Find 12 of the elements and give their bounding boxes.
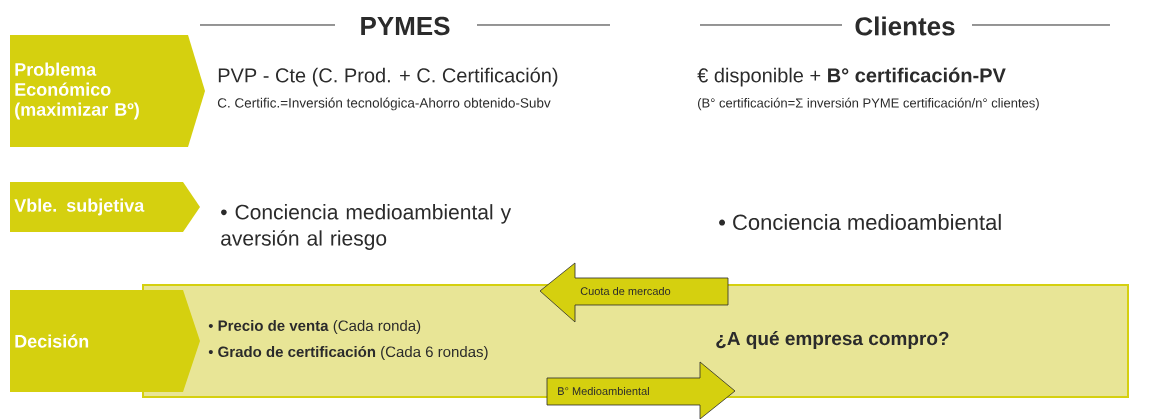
formula-text: € disponible + B° certificación-PV	[697, 67, 1006, 87]
bullet-text: • Conciencia medioambiental	[719, 213, 1001, 231]
chevron-label: Decisión	[10, 290, 200, 392]
bullet-text: • Grado de certificación (Cada 6 rondas)	[208, 345, 488, 361]
bullet-text: • Precio de venta (Cada ronda)	[208, 320, 421, 334]
column-heading: PYMES	[361, 16, 450, 36]
formula-note: C. Certific.=Inversión tecnológica-Ahorro obtenido-Subv	[217, 97, 551, 111]
chevron-label: Vble. subjetiva	[10, 182, 200, 232]
formula-note: (B° certificación=Σ inversión PYME certificación/n° clientes)	[698, 97, 1039, 111]
column-heading: Clientes	[855, 16, 955, 36]
chevron-label: Problema Económico (maximizar Bº)	[10, 35, 205, 147]
bullet-text: • Conciencia medioambiental y aversión al riesgo	[221, 204, 512, 250]
